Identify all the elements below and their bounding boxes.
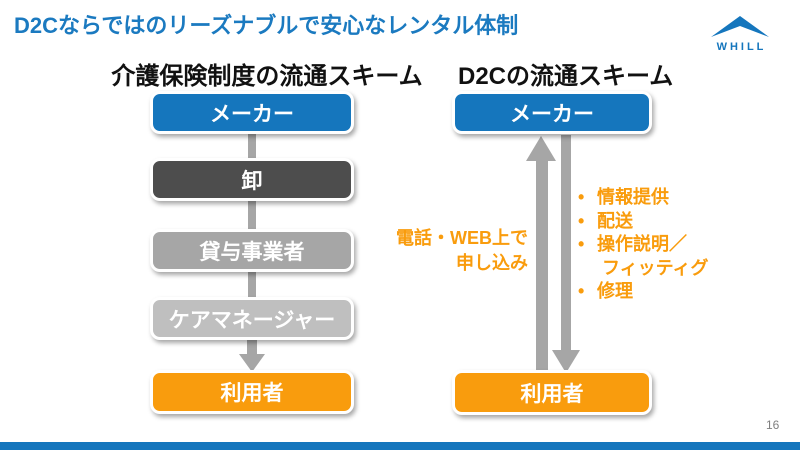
bullet-text: フィッティグ: [602, 257, 709, 278]
flow-box-wholesaler: 卸: [150, 158, 354, 201]
apply-label: 電話・WEB上で 申し込み: [358, 226, 528, 276]
flow-connector: [248, 271, 256, 299]
bullet-text: 修理: [597, 281, 633, 301]
flow-box-maker: メーカー: [150, 91, 354, 134]
down-arrow-icon: [552, 350, 580, 373]
down-arrow-shaft: [247, 339, 257, 355]
list-item: • 操作説明／: [578, 233, 709, 257]
whill-logo: WHILL: [706, 16, 774, 53]
flow-box-rental-agent: 貸与事業者: [150, 229, 354, 272]
list-item: • 情報提供: [578, 186, 709, 210]
list-item: フィッティグ: [578, 257, 709, 281]
footer-bar: [0, 442, 800, 450]
down-arrow-shaft: [561, 135, 571, 351]
bullet-text: 操作説明／: [597, 234, 687, 254]
flow-box-user-d2c: 利用者: [452, 370, 652, 415]
list-item: • 配送: [578, 210, 709, 234]
bullet-text: 配送: [597, 210, 633, 231]
flow-box-user: 利用者: [150, 370, 354, 414]
bullet-dot: •: [578, 210, 585, 231]
apply-label-line2: 申し込み: [456, 253, 528, 273]
flow-box-maker-d2c: メーカー: [452, 91, 652, 134]
flow-connector: [248, 200, 256, 231]
slide-title: D2Cならではのリーズナブルで安心なレンタル体制: [14, 13, 519, 38]
bullet-dot: •: [578, 281, 585, 301]
down-arrow-icon: [239, 354, 265, 372]
apply-label-line1: 電話・WEB上で: [396, 228, 528, 248]
whill-logo-text: WHILL: [716, 41, 767, 53]
up-arrow-icon: [526, 136, 556, 161]
page-number: 16: [766, 418, 780, 432]
bullet-text: 情報提供: [597, 187, 669, 207]
left-scheme-heading: 介護保険制度の流通スキーム: [111, 63, 423, 90]
bullet-dot-empty: [578, 257, 597, 281]
bullet-dot: •: [578, 234, 585, 254]
flow-box-care-manager: ケアマネージャー: [150, 297, 354, 340]
right-scheme-heading: D2Cの流通スキーム: [458, 63, 674, 90]
flow-connector: [248, 133, 256, 160]
whill-chevron-icon: [711, 16, 769, 37]
service-bullet-list: • 情報提供 • 配送 • 操作説明／ フィッティグ • 修理: [578, 186, 709, 304]
bullet-dot: •: [578, 187, 585, 207]
up-arrow-shaft: [536, 158, 548, 371]
list-item: • 修理: [578, 280, 709, 304]
